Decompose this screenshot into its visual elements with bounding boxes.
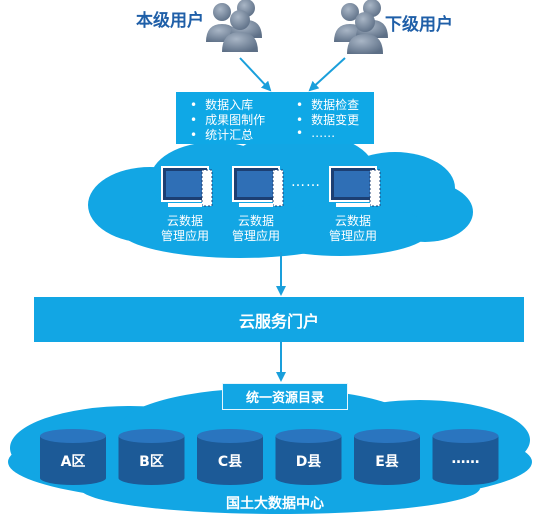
- arrow-local-user: [239, 57, 272, 92]
- data-center-label: 国土大数据中心: [226, 496, 324, 512]
- arrow-sub-user: [308, 57, 346, 92]
- operation-item: 统计汇总: [190, 126, 253, 143]
- database-cylinders: [40, 429, 499, 486]
- operation-item: 数据检查: [296, 96, 359, 113]
- database-cylinder-icon: [275, 429, 342, 486]
- operation-item: 数据入库: [190, 96, 253, 113]
- local-user-group-icon: [206, 0, 262, 52]
- cloud-app-label-line: 管理应用: [160, 229, 209, 243]
- database-cylinder-icon: [118, 429, 185, 486]
- database-cylinder-icon: [197, 429, 263, 485]
- cloud-service-portal: 云服务门户: [34, 297, 524, 342]
- database-cylinder-icon: [354, 429, 420, 485]
- database-label: E县: [375, 454, 399, 470]
- local-user-label: 本级用户: [136, 11, 204, 31]
- sub-user-label: 下级用户: [385, 15, 453, 35]
- operation-item: 数据变更: [296, 111, 359, 128]
- computer-icon: [161, 166, 213, 207]
- sub-user-group-icon: [334, 0, 388, 54]
- unified-resource-catalog: 统一资源目录: [222, 383, 348, 410]
- cloud-app-label: 云数据 管理应用: [150, 214, 220, 244]
- computer-icon: [329, 166, 381, 207]
- database-label: B区: [139, 454, 164, 470]
- database-label: C县: [217, 454, 243, 470]
- computer-icon: [232, 166, 284, 207]
- operation-item: 成果图制作: [190, 111, 265, 128]
- cloud-app-label-line: 管理应用: [328, 229, 377, 243]
- database-label: ……: [451, 451, 480, 467]
- cloud-app-label-line: 云数据: [166, 214, 203, 228]
- cloud-apps-ellipsis: ……: [291, 174, 321, 190]
- database-label: D县: [295, 454, 322, 470]
- database-cylinder-icon: [40, 429, 106, 485]
- cloud-app-label-line: 管理应用: [231, 229, 280, 243]
- cloud-app-label-line: 云数据: [334, 214, 371, 228]
- cloud-app-label: 云数据 管理应用: [318, 214, 388, 244]
- operation-item: ……: [296, 126, 335, 140]
- cloud-app-label-line: 云数据: [237, 214, 274, 228]
- database-label: A区: [60, 454, 86, 470]
- database-cylinder-icon: [432, 429, 499, 486]
- operations-box: 数据入库 成果图制作 统计汇总 数据检查 数据变更 ……: [176, 92, 374, 144]
- cloud-app-label: 云数据 管理应用: [221, 214, 291, 244]
